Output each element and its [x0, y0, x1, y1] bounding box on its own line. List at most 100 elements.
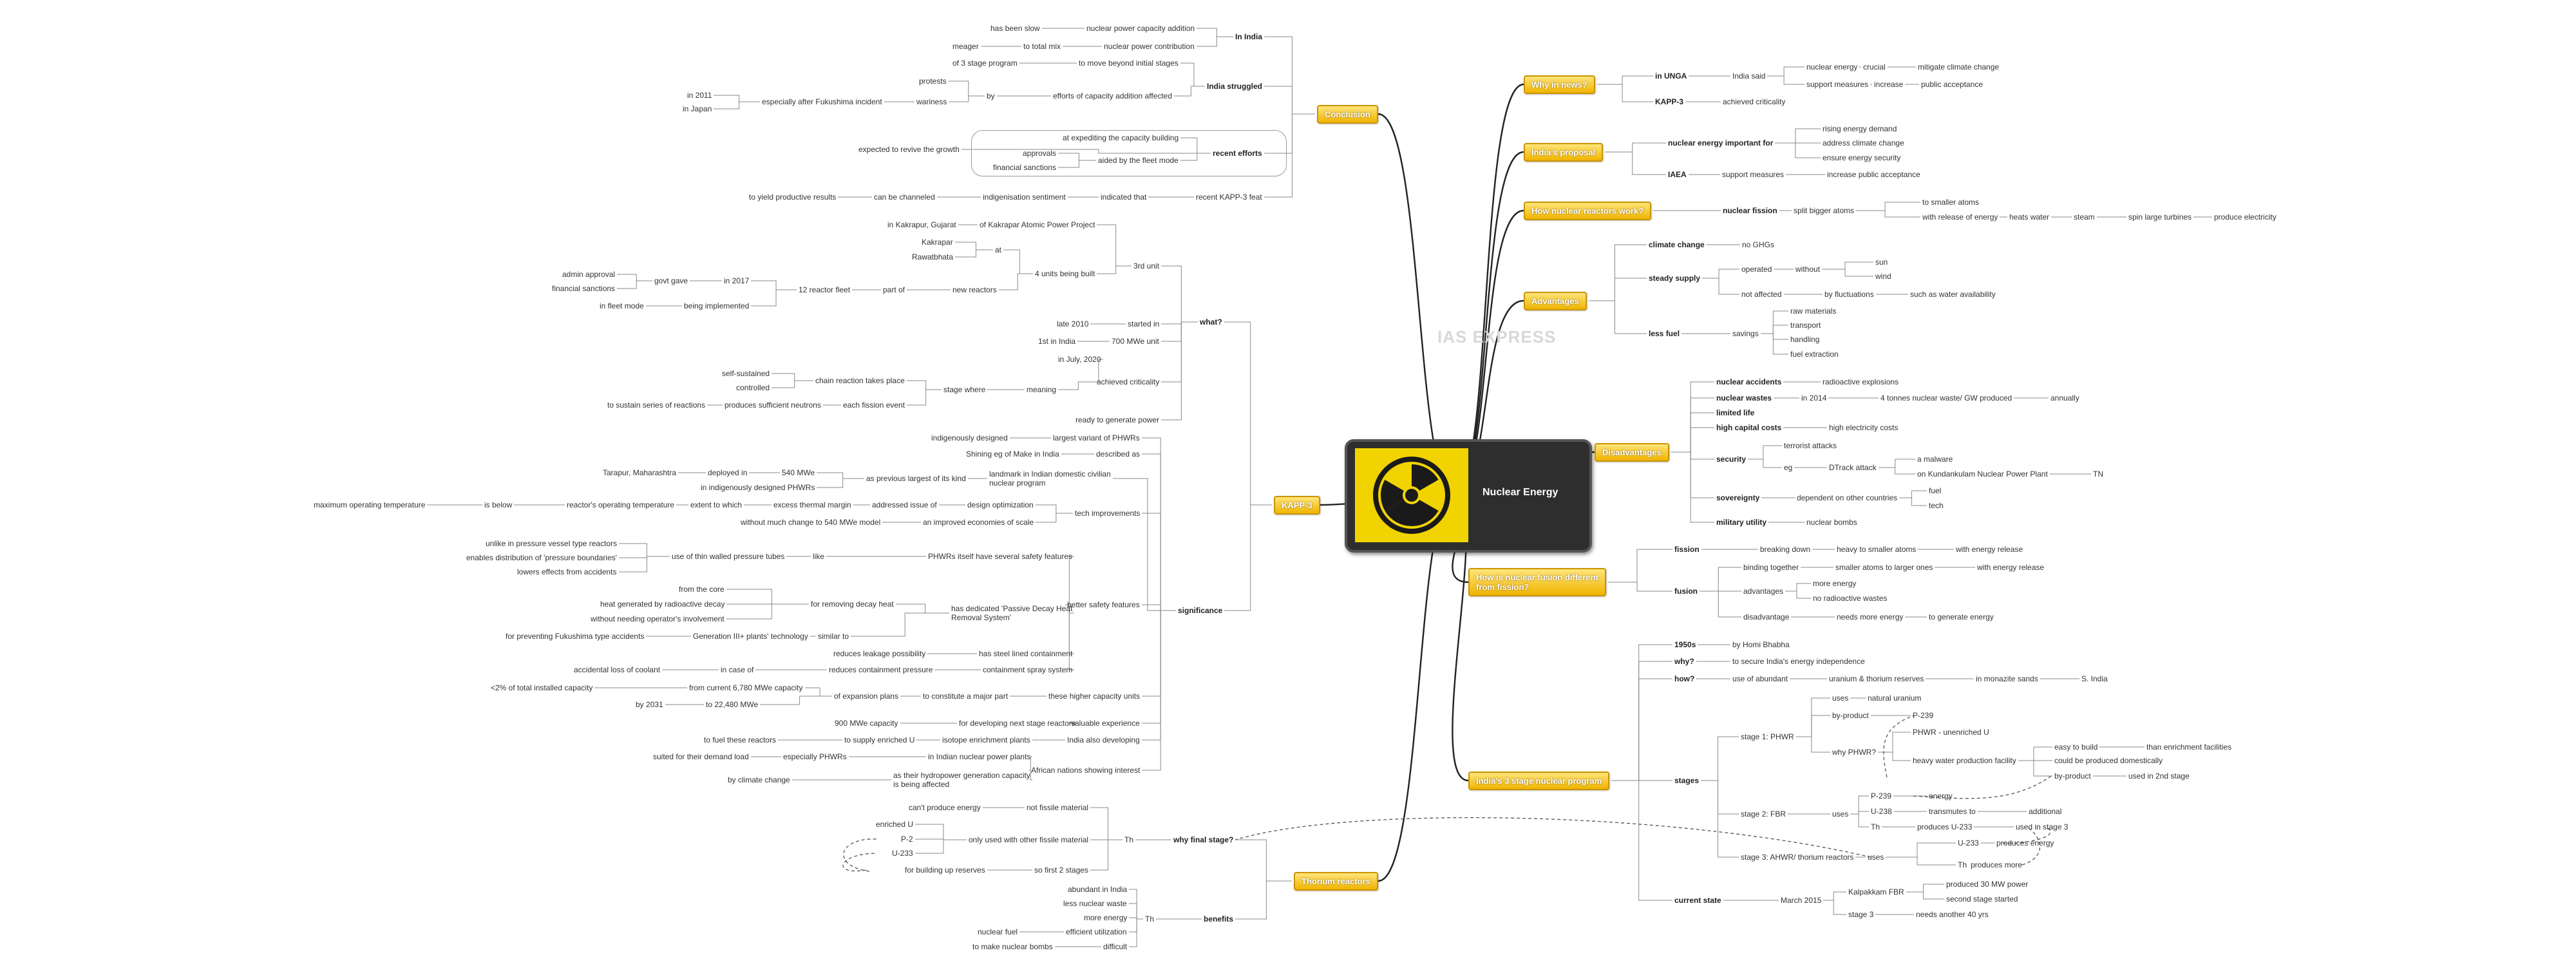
node-three-stage-current[interactable]: current state — [1674, 896, 1721, 905]
node-kapp3-extent[interactable]: extent to which — [690, 500, 743, 509]
node-kapp3-developing[interactable]: for developing next stage reactors — [959, 719, 1075, 728]
node-kapp3-valuable[interactable]: valuable experience — [1071, 719, 1140, 728]
node-thorium-more-energy[interactable]: more energy — [1084, 913, 1128, 922]
node-kapp3-shining[interactable]: Shining eg of Make in India — [966, 450, 1059, 459]
node-conclusion-fin-sanctions[interactable]: financial sanctions — [993, 163, 1057, 172]
node-three-stage-domestic[interactable]: could be produced domestically — [2054, 756, 2163, 765]
node-kapp3-higher-cap[interactable]: these higher capacity units — [1048, 692, 1141, 701]
node-three-stage-u238[interactable]: U-238 — [1871, 807, 1892, 816]
branch-how_work[interactable]: How nuclear reactors work? — [1524, 201, 1652, 220]
node-three-stage-transmutes[interactable]: transmutes to — [1929, 807, 1976, 816]
node-three-stage-independence[interactable]: to secure India's energy independence — [1732, 657, 1865, 666]
node-kapp3-admin-approval[interactable]: admin approval — [562, 270, 616, 279]
node-kapp3-is-below[interactable]: is below — [484, 500, 513, 509]
node-fusion-diff-smaller-larger[interactable]: smaller atoms to larger ones — [1835, 563, 1933, 572]
node-kapp3-isotope-plants[interactable]: isotope enrichment plants — [942, 735, 1030, 744]
node-advantages-savings[interactable]: savings — [1732, 329, 1759, 338]
node-kapp3-expansion[interactable]: of expansion plans — [834, 692, 899, 701]
node-kapp3-what[interactable]: what? — [1200, 317, 1222, 327]
node-thorium-abundant[interactable]: abundant in India — [1068, 885, 1128, 894]
node-thorium-th[interactable]: Th — [1124, 835, 1134, 844]
node-three-stage-use-of[interactable]: use of abundant — [1732, 674, 1788, 683]
node-thorium-less-waste[interactable]: less nuclear waste — [1063, 899, 1127, 908]
node-advantages-by-fluct[interactable]: by fluctuations — [1824, 290, 1874, 299]
node-kapp3-described-as[interactable]: described as — [1096, 450, 1141, 459]
node-thorium-reserves[interactable]: for building up reserves — [905, 866, 985, 875]
node-three-stage-heavy-water[interactable]: heavy water production facility — [1913, 756, 2016, 765]
node-fusion-diff-needs-more[interactable]: needs more energy — [1837, 612, 1904, 621]
node-three-stage-bhabha[interactable]: by Homi Bhabha — [1732, 640, 1790, 649]
node-kapp3-better-safety[interactable]: better safety features — [1067, 600, 1140, 609]
node-why-news-crucial[interactable]: crucial — [1863, 62, 1886, 71]
node-kapp3-loca[interactable]: accidental loss of coolant — [574, 665, 661, 674]
node-kapp3-units-built[interactable]: 4 units being built — [1035, 269, 1095, 278]
node-kapp3-self-sustained[interactable]: self-sustained — [722, 369, 770, 378]
node-how-work-smaller[interactable]: to smaller atoms — [1922, 198, 1980, 207]
node-proposal-increase-public[interactable]: increase public acceptance — [1827, 170, 1920, 179]
node-conclusion-capacity-addition[interactable]: nuclear power capacity addition — [1086, 24, 1195, 33]
node-proposal-address-climate[interactable]: address climate change — [1823, 138, 1904, 147]
node-kapp3-landmark[interactable]: landmark in Indian domestic civilian nuc… — [989, 469, 1111, 488]
node-kapp3-in-case[interactable]: in case of — [721, 665, 754, 674]
node-why-news-unga[interactable]: in UNGA — [1655, 71, 1687, 80]
node-kapp3-third-unit[interactable]: 3rd unit — [1133, 261, 1160, 270]
node-three-stage-th[interactable]: Th — [1871, 822, 1880, 831]
node-kapp3-new-reactors[interactable]: new reactors — [952, 285, 997, 294]
node-disadvantages-tech[interactable]: tech — [1929, 501, 1944, 510]
node-kapp3-reduces-leak[interactable]: reduces leakage possibility — [833, 649, 926, 658]
node-conclusion-efforts[interactable]: efforts of capacity addition affected — [1053, 91, 1173, 100]
node-conclusion-indicated[interactable]: indicated that — [1101, 193, 1147, 202]
node-how-work-spin[interactable]: spin large turbines — [2128, 213, 2192, 222]
node-three-stage-kalpakkam[interactable]: Kalpakkam FBR — [1848, 887, 1904, 896]
node-fusion-diff-fission[interactable]: fission — [1674, 545, 1700, 554]
node-how-work-fission[interactable]: nuclear fission — [1723, 206, 1777, 215]
node-why-news-achieved-criticality[interactable]: achieved criticality — [1723, 97, 1786, 106]
node-kapp3-chain[interactable]: chain reaction takes place — [815, 376, 905, 385]
node-kapp3-in-kakrapur[interactable]: in Kakrapur, Gujarat — [887, 220, 956, 229]
node-kapp3-indig-designed[interactable]: indigenously designed — [931, 433, 1008, 442]
node-three-stage-uses3[interactable]: uses — [1868, 853, 1884, 862]
node-fusion-diff-no-waste[interactable]: no radioactive wastes — [1813, 594, 1888, 603]
node-proposal-energy-security[interactable]: ensure energy security — [1823, 153, 1901, 162]
node-why-news-public-acceptance[interactable]: public acceptance — [1921, 80, 1984, 89]
node-disadvantages-limited[interactable]: limited life — [1716, 408, 1755, 417]
node-thorium-pu[interactable]: P-2 — [901, 835, 913, 844]
node-three-stage-stage2[interactable]: stage 2: FBR — [1741, 810, 1786, 819]
node-disadvantages-dtrack[interactable]: DTrack attack — [1829, 463, 1877, 472]
node-three-stage-easy-build[interactable]: easy to build — [2054, 743, 2098, 752]
branch-fusion_diff[interactable]: How is nuclear fusion different from fis… — [1468, 568, 1606, 596]
node-conclusion-can-channel[interactable]: can be channeled — [874, 193, 935, 202]
node-conclusion-fleet-mode[interactable]: aided by the fleet mode — [1098, 156, 1179, 165]
node-kapp3-enriched-u[interactable]: to supply enriched U — [844, 735, 915, 744]
node-kapp3-spray[interactable]: containment spray system — [983, 665, 1073, 674]
node-kapp3-from-core[interactable]: from the core — [679, 585, 724, 594]
node-how-work-produce[interactable]: produce electricity — [2214, 213, 2277, 222]
node-disadvantages-capital[interactable]: high capital costs — [1716, 423, 1782, 432]
node-conclusion-wariness[interactable]: wariness — [916, 97, 947, 106]
node-thorium-only-used[interactable]: only used with other fissile material — [969, 835, 1089, 844]
node-three-stage-produces-u233[interactable]: produces U-233 — [1917, 822, 1973, 831]
node-conclusion-protests[interactable]: protests — [919, 77, 947, 86]
node-proposal-rising[interactable]: rising energy demand — [1823, 124, 1897, 133]
node-kapp3-fin-sanctions[interactable]: financial sanctions — [552, 284, 616, 293]
node-fusion-diff-with-release2[interactable]: with energy release — [1977, 563, 2045, 572]
node-disadvantages-sovereignty[interactable]: sovereignty — [1716, 493, 1760, 502]
branch-thorium[interactable]: Thorium reactors — [1294, 871, 1378, 891]
node-kapp3-at[interactable]: at — [995, 245, 1002, 254]
branch-why_news[interactable]: Why in news? — [1524, 75, 1595, 94]
node-three-stage-produces-energy[interactable]: produces energy — [1996, 838, 2054, 848]
node-three-stage-stage3[interactable]: stage 3: AHWR/ thorium reactors — [1741, 853, 1854, 862]
node-kapp3-removing[interactable]: for removing decay heat — [811, 600, 894, 609]
node-kapp3-like[interactable]: like — [813, 552, 825, 561]
node-conclusion-kapp-feat[interactable]: recent KAPP-3 feat — [1196, 193, 1262, 202]
node-why-news-increase[interactable]: increase — [1874, 80, 1904, 89]
node-advantages-wind[interactable]: wind — [1875, 272, 1891, 281]
node-three-stage-pu239b[interactable]: P-239 — [1871, 791, 1892, 800]
node-advantages-no-ghg[interactable]: no GHGs — [1742, 240, 1775, 249]
node-kapp3-stage-where[interactable]: stage where — [943, 385, 986, 394]
node-thorium-bombs[interactable]: to make nuclear bombs — [972, 942, 1053, 951]
node-kapp3-deployed[interactable]: deployed in — [708, 468, 748, 477]
node-three-stage-how[interactable]: how? — [1674, 674, 1695, 683]
node-kapp3-max-temp[interactable]: maximum operating temperature — [314, 500, 426, 509]
node-conclusion-meager[interactable]: meager — [952, 42, 979, 51]
